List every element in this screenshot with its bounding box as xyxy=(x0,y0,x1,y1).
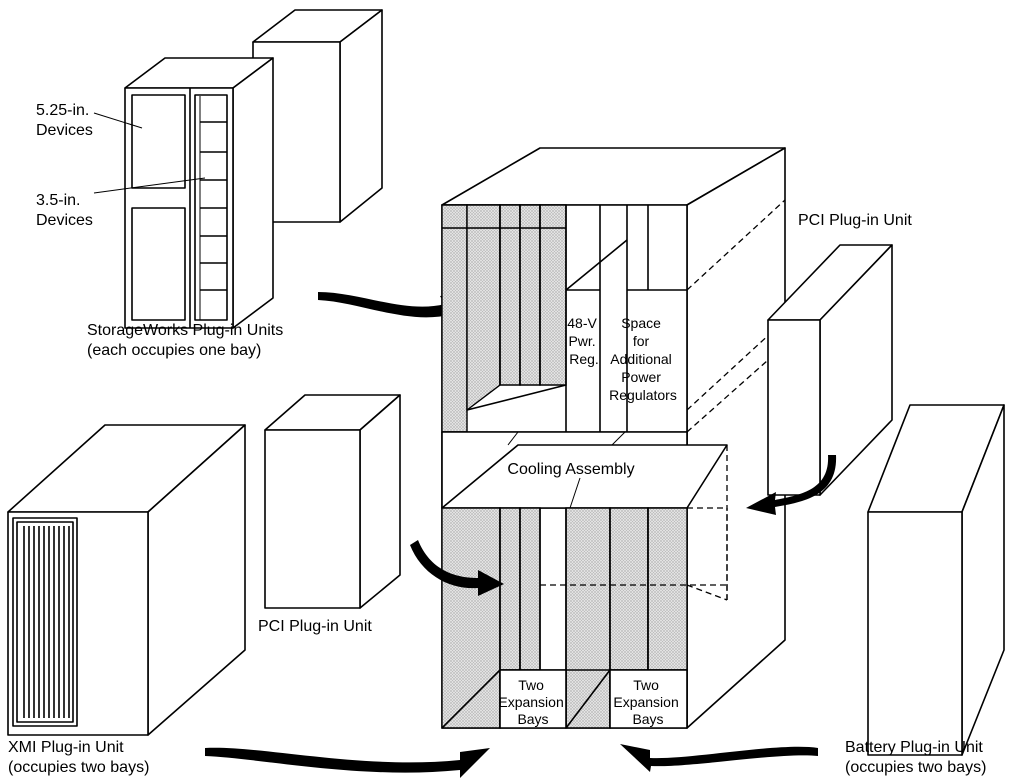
label-48v-regulator: 48-V Pwr. Reg. xyxy=(567,315,600,367)
arrow-xmi-to-cabinet xyxy=(205,748,490,778)
label-xmi: XMI Plug-in Unit (occupies two bays) xyxy=(8,739,149,776)
label-pci-right: PCI Plug-in Unit xyxy=(798,212,912,229)
label-battery: Battery Plug-in Unit (occupies two bays) xyxy=(845,739,987,776)
label-storageworks: StorageWorks Plug-in Units (each occupie… xyxy=(87,322,288,359)
label-cooling-assembly: Cooling Assembly xyxy=(507,461,634,478)
arrow-battery-to-cabinet xyxy=(620,744,818,772)
battery-plug-in-unit xyxy=(868,405,1004,755)
label-35-devices: 3.5-in. Devices xyxy=(36,192,93,229)
pci-plug-in-unit-left xyxy=(265,395,400,608)
label-pci-left: PCI Plug-in Unit xyxy=(258,618,372,635)
xmi-plug-in-unit xyxy=(8,425,245,735)
system-cabinet xyxy=(442,148,785,728)
label-525-devices: 5.25-in. Devices xyxy=(36,102,94,139)
storageworks-unit-front xyxy=(94,58,273,328)
